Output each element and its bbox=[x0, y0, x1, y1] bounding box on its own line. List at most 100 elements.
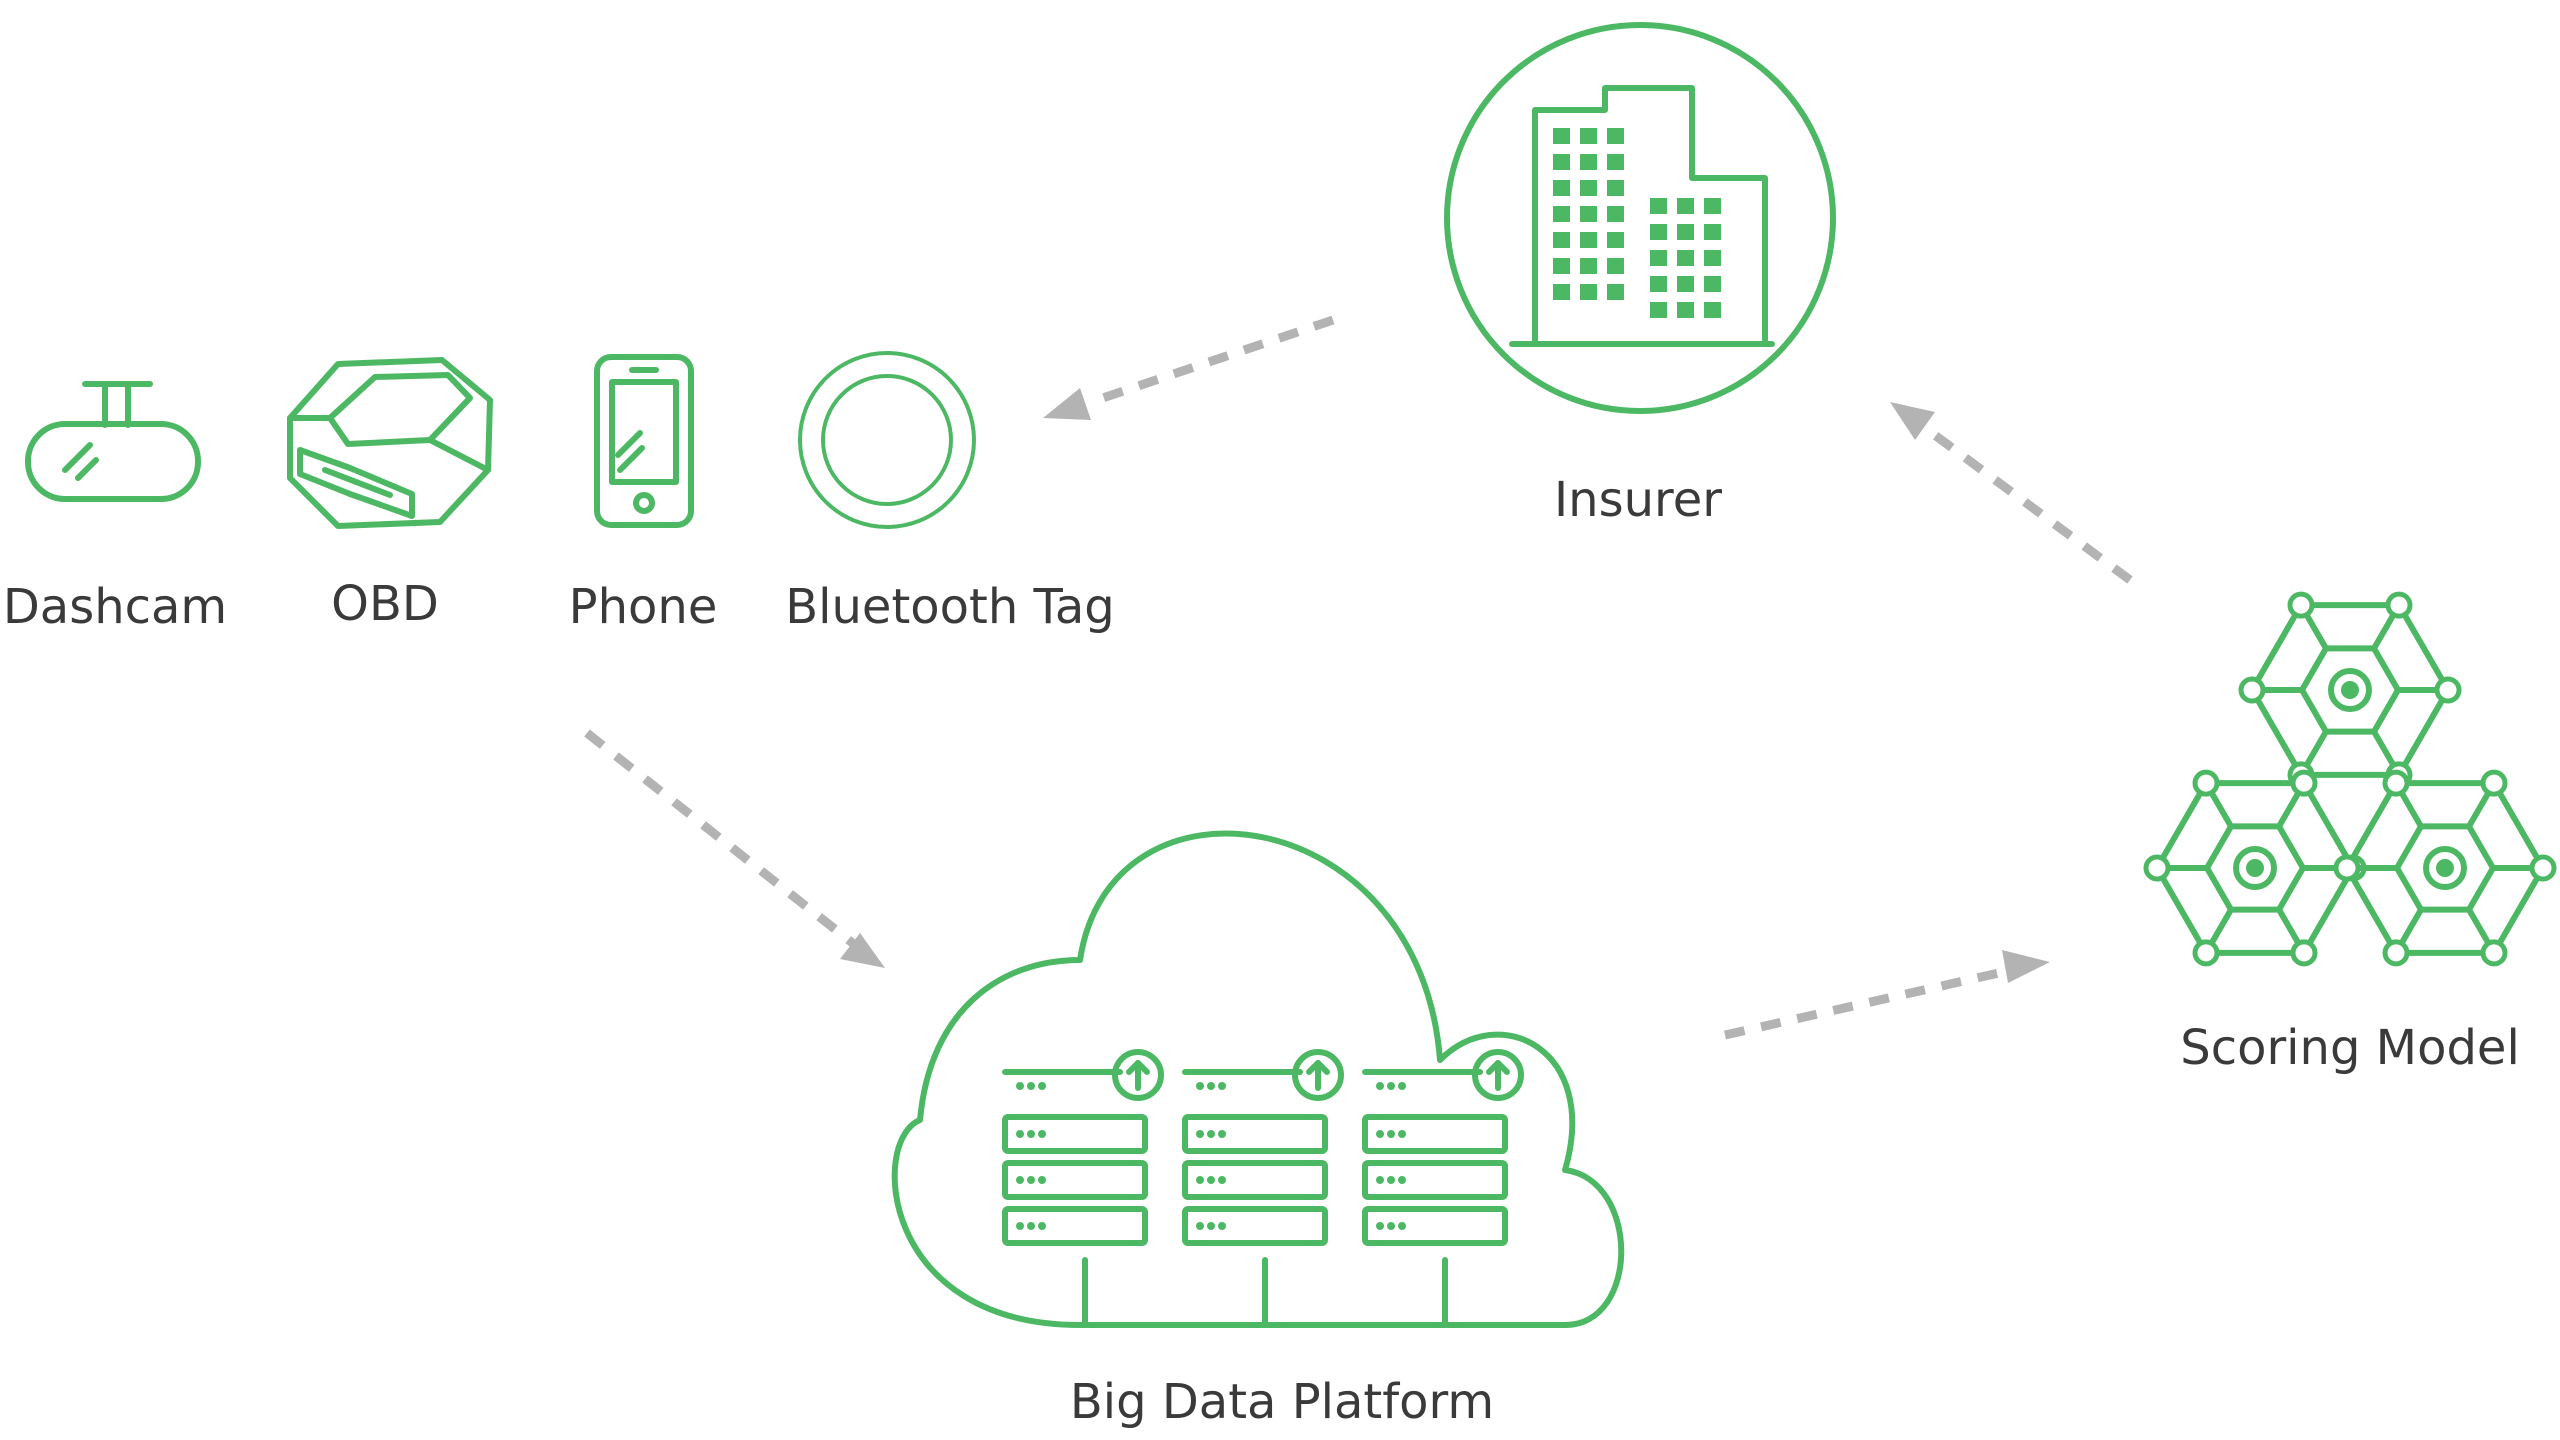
network-node bbox=[2483, 772, 2505, 794]
window bbox=[1580, 206, 1597, 222]
big-data-platform-label: Big Data Platform bbox=[1070, 1374, 1494, 1430]
window bbox=[1607, 284, 1624, 300]
window bbox=[1650, 224, 1667, 240]
window bbox=[1553, 258, 1570, 274]
insurer-label: Insurer bbox=[1554, 472, 1722, 528]
scoring-model-label: Scoring Model bbox=[2180, 1020, 2520, 1076]
server-unit bbox=[1365, 1117, 1505, 1151]
bluetooth-tag-icon bbox=[800, 353, 974, 527]
network-node bbox=[2437, 679, 2459, 701]
big-data-platform-node: Big Data Platform bbox=[895, 834, 1622, 1430]
window bbox=[1580, 128, 1597, 144]
network-node bbox=[2336, 857, 2358, 879]
server-led bbox=[1038, 1176, 1046, 1184]
center-dot bbox=[2246, 859, 2264, 877]
window bbox=[1553, 206, 1570, 222]
window bbox=[1553, 232, 1570, 248]
server-led bbox=[1027, 1130, 1035, 1138]
window bbox=[1650, 250, 1667, 266]
insurer-node: Insurer bbox=[1447, 25, 1833, 528]
server-led bbox=[1376, 1082, 1384, 1090]
server-led bbox=[1196, 1222, 1204, 1230]
server-led bbox=[1387, 1176, 1395, 1184]
window bbox=[1607, 128, 1624, 144]
office-building-icon bbox=[1447, 25, 1833, 411]
window bbox=[1553, 180, 1570, 196]
server-led bbox=[1387, 1222, 1395, 1230]
arrow-scoring-to-insurer bbox=[1890, 402, 2130, 580]
server-led bbox=[1196, 1082, 1204, 1090]
bluetooth-tag-label: Bluetooth Tag bbox=[785, 579, 1115, 635]
window bbox=[1704, 198, 1721, 214]
server-led bbox=[1376, 1176, 1384, 1184]
window bbox=[1704, 276, 1721, 292]
server-unit bbox=[1185, 1163, 1325, 1197]
network-node bbox=[2195, 772, 2217, 794]
building-windows bbox=[1553, 128, 1721, 318]
server-racks bbox=[1005, 1052, 1521, 1325]
dashcam-label: Dashcam bbox=[3, 579, 227, 635]
obd-node: OBD bbox=[290, 360, 490, 632]
dashcam-icon bbox=[28, 384, 198, 499]
obd-label: OBD bbox=[331, 576, 439, 632]
phone-icon bbox=[597, 357, 691, 525]
window bbox=[1553, 154, 1570, 170]
server-led bbox=[1207, 1130, 1215, 1138]
server-led bbox=[1027, 1176, 1035, 1184]
window bbox=[1677, 250, 1694, 266]
window bbox=[1704, 250, 1721, 266]
window bbox=[1580, 284, 1597, 300]
server-unit bbox=[1365, 1209, 1505, 1243]
window bbox=[1580, 232, 1597, 248]
window bbox=[1580, 154, 1597, 170]
server-led bbox=[1218, 1222, 1226, 1230]
obd-device-icon bbox=[290, 360, 490, 526]
network-node bbox=[2241, 679, 2263, 701]
server-unit bbox=[1185, 1117, 1325, 1151]
window bbox=[1607, 206, 1624, 222]
network-node bbox=[2385, 772, 2407, 794]
window bbox=[1650, 198, 1667, 214]
server-led bbox=[1027, 1222, 1035, 1230]
network-node bbox=[2293, 772, 2315, 794]
server-unit bbox=[1005, 1209, 1145, 1243]
server-unit bbox=[1365, 1163, 1505, 1197]
network-node bbox=[2483, 942, 2505, 964]
network-node bbox=[2385, 942, 2407, 964]
network-node bbox=[2388, 594, 2410, 616]
window bbox=[1607, 180, 1624, 196]
server-led bbox=[1038, 1082, 1046, 1090]
server-led bbox=[1027, 1082, 1035, 1090]
server-led bbox=[1218, 1082, 1226, 1090]
window bbox=[1677, 198, 1694, 214]
server-led bbox=[1207, 1176, 1215, 1184]
network-node bbox=[2293, 942, 2315, 964]
bluetooth-tag-node: Bluetooth Tag bbox=[785, 353, 1115, 635]
window bbox=[1553, 284, 1570, 300]
window bbox=[1704, 224, 1721, 240]
server-led bbox=[1387, 1082, 1395, 1090]
arrow-insurer-to-devices bbox=[1043, 320, 1333, 420]
server-led bbox=[1016, 1130, 1024, 1138]
server-led bbox=[1016, 1082, 1024, 1090]
server-led bbox=[1207, 1082, 1215, 1090]
network-node bbox=[2146, 857, 2168, 879]
window bbox=[1650, 276, 1667, 292]
server-led bbox=[1398, 1176, 1406, 1184]
server-led bbox=[1376, 1130, 1384, 1138]
window bbox=[1677, 302, 1694, 318]
server-led bbox=[1398, 1130, 1406, 1138]
window bbox=[1553, 128, 1570, 144]
network-node bbox=[2532, 857, 2554, 879]
window bbox=[1650, 302, 1667, 318]
window bbox=[1704, 302, 1721, 318]
server-led bbox=[1016, 1222, 1024, 1230]
server-led bbox=[1218, 1176, 1226, 1184]
server-led bbox=[1196, 1130, 1204, 1138]
server-led bbox=[1387, 1130, 1395, 1138]
phone-label: Phone bbox=[569, 579, 718, 635]
network-node bbox=[2290, 594, 2312, 616]
cloud-server-icon bbox=[895, 834, 1622, 1325]
window bbox=[1580, 258, 1597, 274]
center-dot bbox=[2341, 681, 2359, 699]
